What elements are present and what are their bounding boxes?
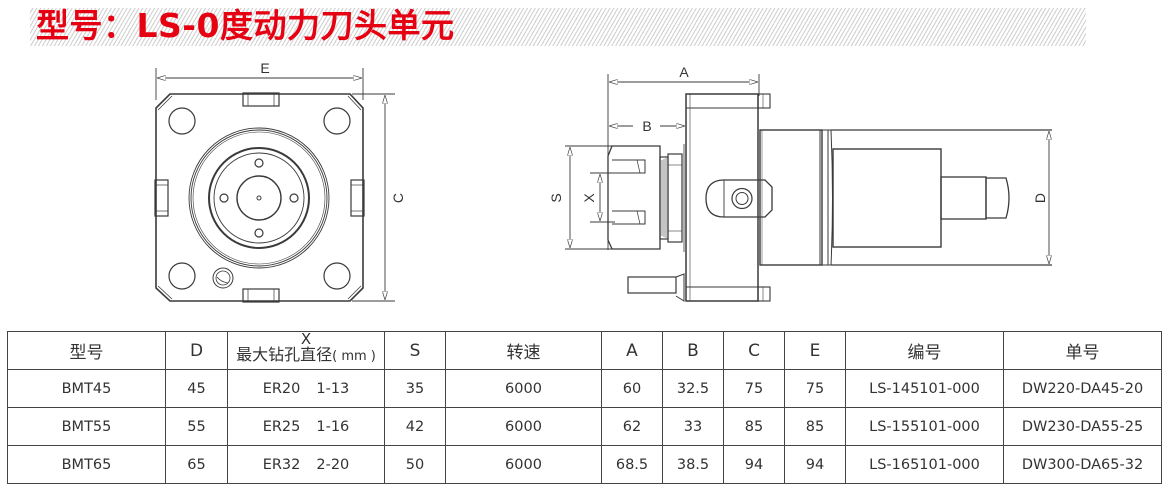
header-x: X 最大钻孔直径( mm ): [227, 331, 385, 370]
cell-speed: 6000: [445, 445, 602, 484]
cell-a: 60: [601, 369, 663, 408]
cell-speed: 6000: [445, 369, 602, 408]
cell-x: ER25 1-16: [227, 407, 385, 446]
spec-table: 型号 D X 最大钻孔直径( mm ) S 转速 A B C E 编号 单号 B…: [7, 331, 1162, 484]
header-c: C: [723, 331, 785, 370]
technical-drawing: E C: [154, 60, 1052, 303]
cell-d: 65: [165, 445, 228, 484]
page-title: 型号：LS-0度动力刀头单元: [36, 6, 455, 45]
cell-range: 1-13: [316, 380, 350, 397]
cell-model: BMT45: [7, 369, 166, 408]
cell-collet: ER25: [262, 418, 301, 435]
cell-order-no: DW300-DA65-32: [1003, 445, 1162, 484]
header-speed: 转速: [445, 331, 602, 370]
cell-a: 68.5: [601, 445, 663, 484]
cell-order-no: DW220-DA45-20: [1003, 369, 1162, 408]
header-x-label: 最大钻孔直径: [236, 345, 333, 364]
cell-range: 2-20: [316, 456, 350, 473]
cell-model: BMT65: [7, 445, 166, 484]
dim-label-s: S: [548, 193, 564, 202]
table-row: BMT55 55 ER25 1-16 42 6000 62 33 85 85 LS…: [7, 407, 1162, 446]
header-order-no: 单号: [1003, 331, 1162, 370]
cell-d: 45: [165, 369, 228, 408]
header-code: 编号: [845, 331, 1004, 370]
cell-s: 42: [384, 407, 446, 446]
cell-b: 33: [662, 407, 724, 446]
cell-speed: 6000: [445, 407, 602, 446]
header-a: A: [601, 331, 663, 370]
table-header-row: 型号 D X 最大钻孔直径( mm ) S 转速 A B C E 编号 单号: [7, 331, 1162, 370]
cell-range: 1-16: [316, 418, 350, 435]
header-b: B: [662, 331, 724, 370]
cell-code: LS-145101-000: [845, 369, 1004, 408]
cell-model: BMT55: [7, 407, 166, 446]
side-view: A B S X: [548, 64, 1052, 302]
table-row: BMT65 65 ER32 2-20 50 6000 68.5 38.5 94 9…: [7, 445, 1162, 484]
header-d: D: [165, 331, 228, 370]
header-e: E: [784, 331, 846, 370]
cell-order-no: DW230-DA55-25: [1003, 407, 1162, 446]
cell-b: 38.5: [662, 445, 724, 484]
cell-e: 85: [784, 407, 846, 446]
cell-x: ER20 1-13: [227, 369, 385, 408]
title-hatch-band: [30, 8, 1086, 46]
cell-c: 85: [723, 407, 785, 446]
cell-collet: ER20: [262, 380, 301, 397]
cell-code: LS-155101-000: [845, 407, 1004, 446]
header-model: 型号: [7, 331, 166, 370]
cell-c: 75: [723, 369, 785, 408]
dim-label-x: X: [581, 193, 597, 203]
cell-e: 94: [784, 445, 846, 484]
cell-collet: ER32: [262, 456, 301, 473]
cell-x: ER32 2-20: [227, 445, 385, 484]
header-x-unit: ( mm ): [332, 349, 376, 364]
cell-s: 35: [384, 369, 446, 408]
dim-label-b: B: [642, 118, 651, 134]
cell-e: 75: [784, 369, 846, 408]
front-view: E C: [154, 60, 406, 303]
cell-s: 50: [384, 445, 446, 484]
cell-a: 62: [601, 407, 663, 446]
cell-c: 94: [723, 445, 785, 484]
dim-label-e: E: [260, 60, 269, 76]
header-x-symbol: X: [300, 331, 312, 348]
cell-d: 55: [165, 407, 228, 446]
dim-label-c: C: [390, 193, 406, 203]
cell-code: LS-165101-000: [845, 445, 1004, 484]
cell-b: 32.5: [662, 369, 724, 408]
dim-label-a: A: [679, 64, 689, 80]
dim-label-d: D: [1032, 193, 1048, 203]
header-s: S: [384, 331, 446, 370]
header-x-desc: 最大钻孔直径( mm ): [229, 345, 384, 366]
